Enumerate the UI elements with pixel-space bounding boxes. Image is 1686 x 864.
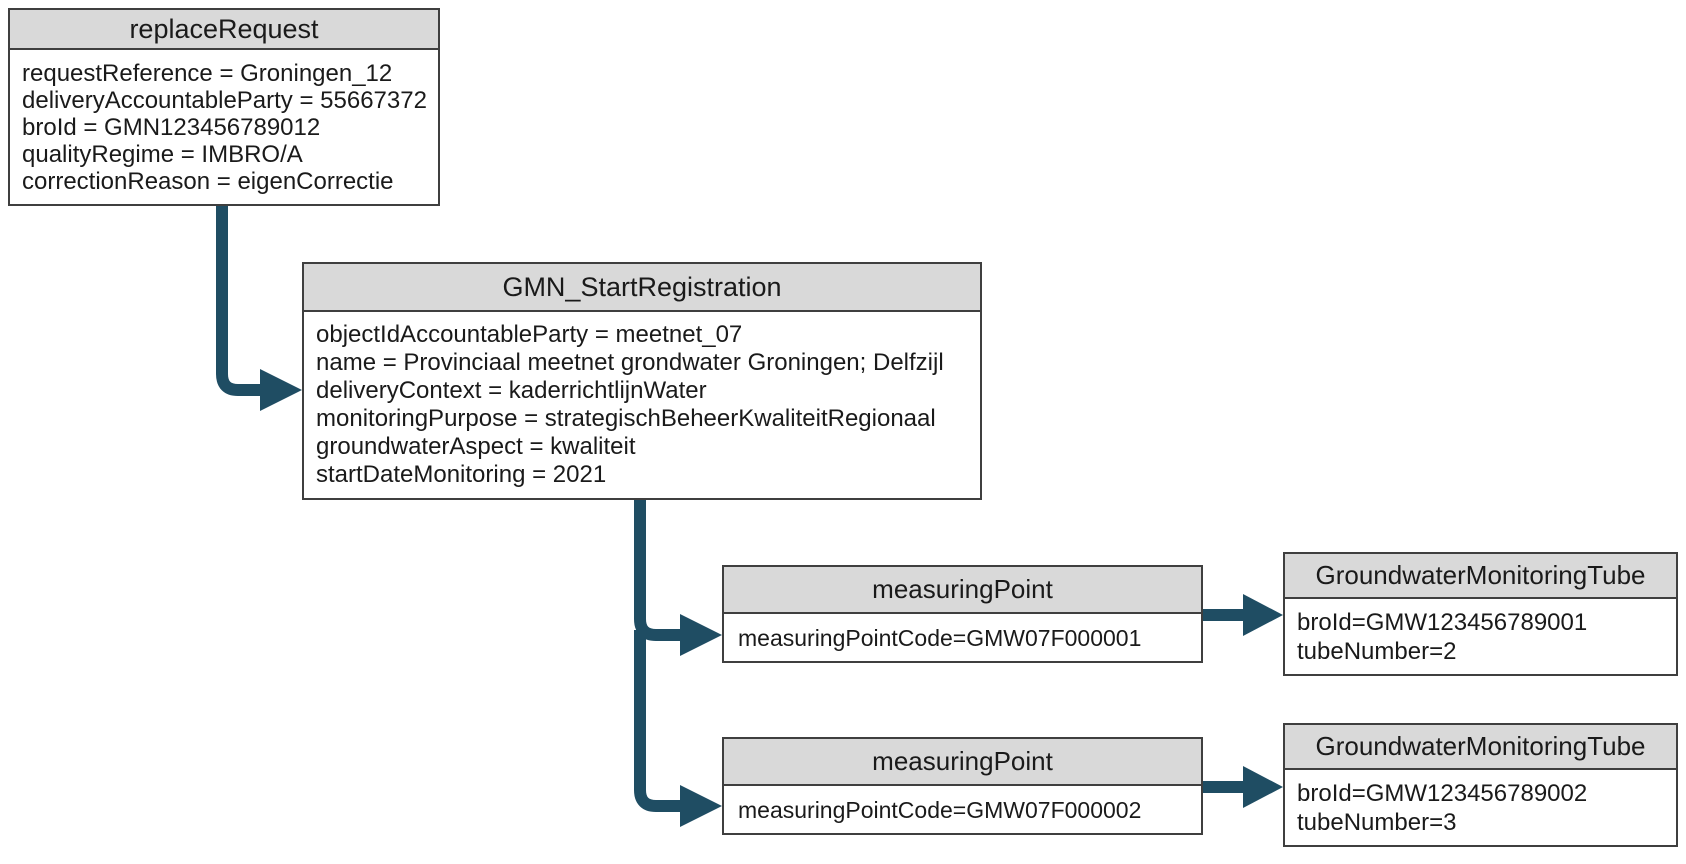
arrow-gmn-to-measuringpoint-1 bbox=[634, 498, 722, 656]
node-measuring-point-1-title: measuringPoint bbox=[724, 567, 1201, 614]
attribute-line: tubeNumber=3 bbox=[1297, 808, 1457, 836]
node-replace-request: replaceRequest requestReference = Gronin… bbox=[8, 8, 440, 206]
attribute-line: qualityRegime = IMBRO/A bbox=[22, 140, 303, 168]
node-measuring-point-2-title: measuringPoint bbox=[724, 739, 1201, 786]
node-groundwater-monitoring-tube-1: GroundwaterMonitoringTube broId=GMW12345… bbox=[1283, 552, 1678, 676]
attribute-line: broId=GMW123456789001 bbox=[1297, 608, 1588, 636]
node-groundwater-monitoring-tube-2-body: broId=GMW123456789002 tubeNumber=3 bbox=[1285, 770, 1676, 845]
attribute-line: monitoringPurpose = strategischBeheerKwa… bbox=[316, 405, 936, 432]
node-gmn-start-registration: GMN_StartRegistration objectIdAccountabl… bbox=[302, 262, 982, 500]
node-groundwater-monitoring-tube-2-title: GroundwaterMonitoringTube bbox=[1285, 725, 1676, 770]
node-measuring-point-1: measuringPoint measuringPointCode=GMW07F… bbox=[722, 565, 1203, 663]
arrow-gmn-to-measuringpoint-2 bbox=[634, 630, 722, 827]
attribute-line: startDateMonitoring = 2021 bbox=[316, 461, 607, 488]
attribute-line: deliveryContext = kaderrichtlijnWater bbox=[316, 377, 707, 404]
attribute-line: broId=GMW123456789002 bbox=[1297, 779, 1588, 807]
node-groundwater-monitoring-tube-1-body: broId=GMW123456789001 tubeNumber=2 bbox=[1285, 599, 1676, 674]
arrow-measuringpoint1-to-tube1 bbox=[1203, 594, 1283, 636]
attribute-line: objectIdAccountableParty = meetnet_07 bbox=[316, 321, 743, 348]
arrow-replacerequest-to-gmn bbox=[216, 204, 302, 411]
node-replace-request-title: replaceRequest bbox=[10, 10, 438, 50]
node-measuring-point-2: measuringPoint measuringPointCode=GMW07F… bbox=[722, 737, 1203, 835]
attribute-line: requestReference = Groningen_12 bbox=[22, 59, 393, 87]
attribute-line: measuringPointCode=GMW07F000001 bbox=[738, 624, 1142, 651]
attribute-line: name = Provinciaal meetnet grondwater Gr… bbox=[316, 349, 944, 376]
node-gmn-start-registration-title: GMN_StartRegistration bbox=[304, 264, 980, 312]
attribute-line: correctionReason = eigenCorrectie bbox=[22, 167, 394, 195]
node-gmn-start-registration-body: objectIdAccountableParty = meetnet_07 na… bbox=[304, 312, 980, 498]
node-measuring-point-2-body: measuringPointCode=GMW07F000002 bbox=[724, 786, 1201, 833]
attribute-line: deliveryAccountableParty = 55667372 bbox=[22, 86, 427, 114]
arrow-measuringpoint2-to-tube2 bbox=[1203, 766, 1283, 808]
node-replace-request-body: requestReference = Groningen_12 delivery… bbox=[10, 50, 438, 204]
attribute-line: tubeNumber=2 bbox=[1297, 637, 1457, 665]
attribute-line: groundwaterAspect = kwaliteit bbox=[316, 433, 636, 460]
node-measuring-point-1-body: measuringPointCode=GMW07F000001 bbox=[724, 614, 1201, 661]
node-groundwater-monitoring-tube-2: GroundwaterMonitoringTube broId=GMW12345… bbox=[1283, 723, 1678, 847]
attribute-line: broId = GMN123456789012 bbox=[22, 113, 321, 141]
attribute-line: measuringPointCode=GMW07F000002 bbox=[738, 796, 1142, 823]
node-groundwater-monitoring-tube-1-title: GroundwaterMonitoringTube bbox=[1285, 554, 1676, 599]
